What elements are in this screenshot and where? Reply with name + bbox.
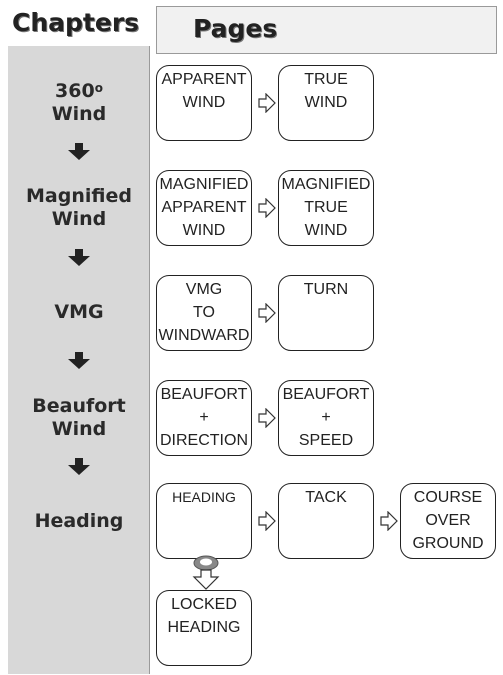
chapter-label: Wind <box>51 208 107 230</box>
chapter-label: VMG <box>54 301 104 323</box>
down-arrow-icon <box>68 352 90 369</box>
chapter-label: Magnified <box>26 185 132 207</box>
down-arrow-icon <box>68 249 90 266</box>
page-tack: TACK <box>278 483 374 559</box>
right-arrow-icon <box>258 93 276 113</box>
down-arrow-icon <box>68 458 90 475</box>
page-locked-heading: LOCKED HEADING <box>156 590 252 666</box>
chapter-beaufort-wind: Beaufort Wind <box>8 395 150 441</box>
page-vmg-to-windward: VMG TO WINDWARD <box>156 275 252 351</box>
pages-header: Pages <box>156 6 497 54</box>
chapters-column <box>8 6 150 674</box>
page-course-over-ground: COURSE OVER GROUND <box>400 483 496 559</box>
page-turn: TURN <box>278 275 374 351</box>
page-heading: HEADING <box>156 483 252 559</box>
degree-sign: o <box>94 81 103 95</box>
chapter-vmg: VMG <box>8 301 150 324</box>
down-arrow-icon <box>68 143 90 160</box>
chapter-label: Heading <box>34 510 124 532</box>
page-apparent-wind: APPARENT WIND <box>156 65 252 141</box>
page-beaufort-speed: BEAUFORT + SPEED <box>278 380 374 456</box>
right-arrow-icon <box>258 303 276 323</box>
chapter-360-wind: 360o Wind <box>8 80 150 126</box>
chapter-label: 360 <box>55 80 95 102</box>
page-magnified-true-wind: MAGNIFIED TRUE WIND <box>278 170 374 246</box>
page-true-wind: TRUE WIND <box>278 65 374 141</box>
chapter-label: Wind <box>51 103 107 125</box>
right-arrow-icon <box>258 408 276 428</box>
chapters-header: Chapters <box>0 0 150 46</box>
right-arrow-icon <box>380 511 398 531</box>
chapter-heading: Heading <box>8 510 150 533</box>
chapter-label: Wind <box>51 418 107 440</box>
chapter-magnified-wind: Magnified Wind <box>8 185 150 231</box>
button-press-down-arrow-icon <box>192 555 220 590</box>
page-magnified-apparent-wind: MAGNIFIED APPARENT WIND <box>156 170 252 246</box>
page-beaufort-direction: BEAUFORT + DIRECTION <box>156 380 252 456</box>
right-arrow-icon <box>258 198 276 218</box>
chapter-label: Beaufort <box>32 395 126 417</box>
right-arrow-icon <box>258 511 276 531</box>
